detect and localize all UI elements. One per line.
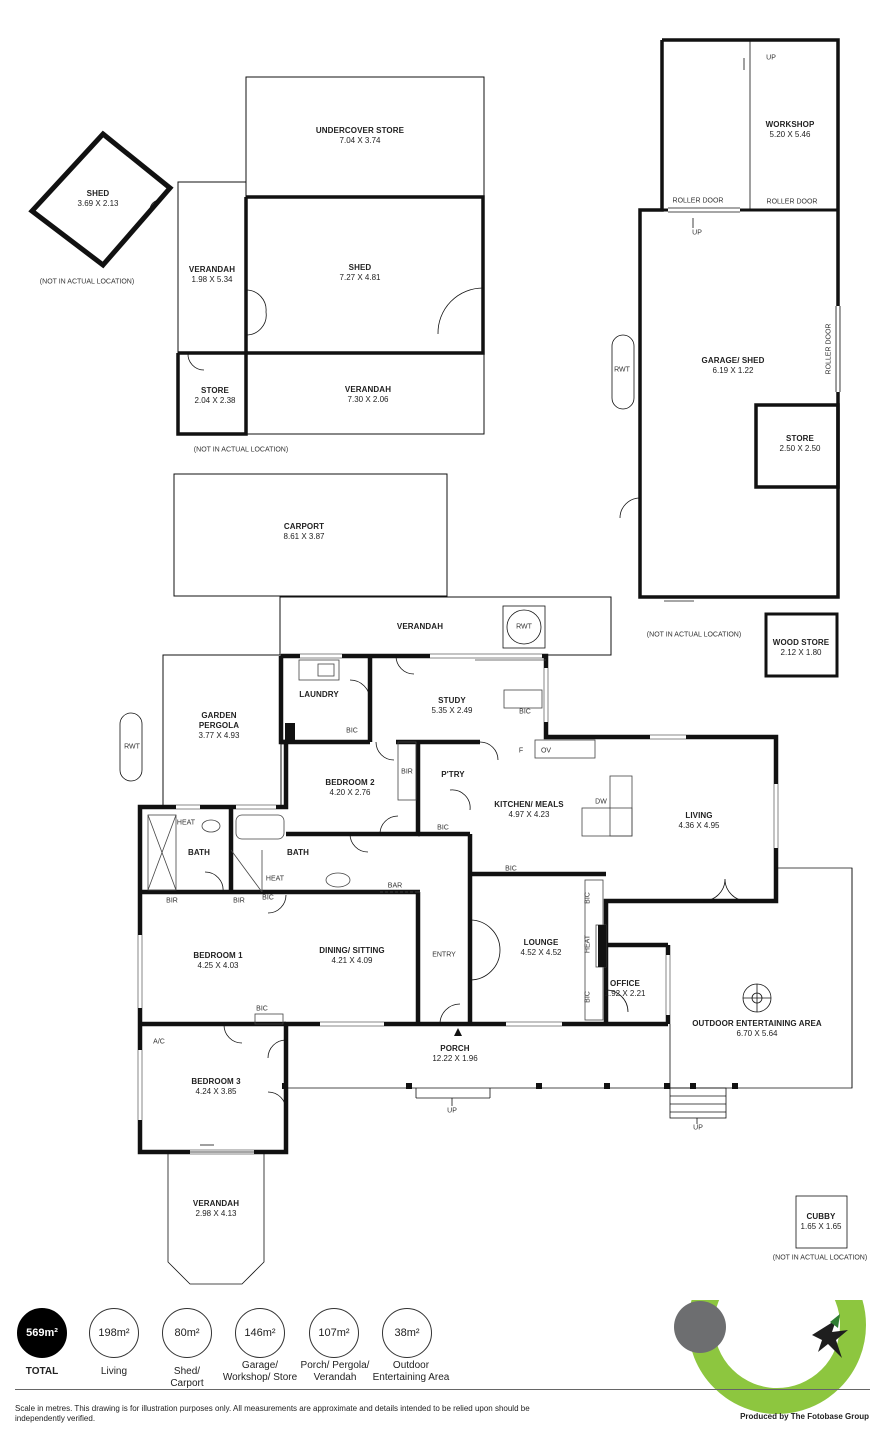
note-not-actual-location: (NOT IN ACTUAL LOCATION) bbox=[193, 446, 289, 454]
area-badge-outdoor: 38m² bbox=[382, 1308, 432, 1358]
room-bath-1: BATH bbox=[187, 848, 211, 857]
carport-outline bbox=[173, 473, 448, 597]
footer-divider bbox=[15, 1389, 870, 1390]
note-not-actual-location: (NOT IN ACTUAL LOCATION) bbox=[39, 278, 135, 286]
note-not-actual-location: (NOT IN ACTUAL LOCATION) bbox=[772, 1254, 868, 1262]
bir-label: BIR bbox=[233, 897, 245, 905]
entry-label: ENTRY bbox=[432, 951, 456, 959]
area-badge-living: 198m² bbox=[89, 1308, 139, 1358]
produced-by-credit: Produced by The Fotobase Group bbox=[740, 1412, 869, 1421]
area-caption-porch: Porch/ Pergola/ Verandah bbox=[300, 1360, 370, 1383]
bic-label: BIC bbox=[584, 991, 592, 1003]
area-caption-outdoor: Outdoor Entertaining Area bbox=[372, 1360, 450, 1383]
shed-block-outline bbox=[176, 76, 485, 436]
roller-door-label: ROLLER DOOR bbox=[825, 323, 833, 375]
rwt-label: RWT bbox=[124, 743, 140, 751]
area-caption-garage: Garage/ Workshop/ Store bbox=[222, 1360, 298, 1383]
rwt-tank-house bbox=[119, 712, 143, 782]
fotobase-logo bbox=[674, 1300, 866, 1414]
bic-label: BIC bbox=[262, 894, 274, 902]
cubby-outline bbox=[795, 1195, 848, 1249]
up-label: UP bbox=[447, 1107, 457, 1115]
garage-outline bbox=[619, 38, 841, 599]
bir-label: BIR bbox=[401, 768, 413, 776]
windows bbox=[138, 654, 778, 1154]
total-caption: TOTAL bbox=[25, 1366, 59, 1377]
fridge-label: F bbox=[518, 747, 524, 755]
roller-door-label: ROLLER DOOR bbox=[766, 198, 818, 206]
note-not-actual-location: (NOT IN ACTUAL LOCATION) bbox=[646, 631, 742, 639]
bic-label: BIC bbox=[505, 865, 517, 873]
outdoor-area-outline bbox=[669, 867, 853, 1119]
bic-label: BIC bbox=[346, 727, 358, 735]
area-legend: 569m² TOTAL 198m² Living 80m² Shed/ Carp… bbox=[0, 1300, 887, 1440]
bic-label: BIC bbox=[519, 708, 531, 716]
bic-label: BIC bbox=[256, 1005, 268, 1013]
rwt-label: RWT bbox=[614, 366, 630, 374]
room-verandah-rear: VERANDAH bbox=[396, 622, 444, 631]
up-label: UP bbox=[692, 229, 702, 237]
shed-small-outline bbox=[28, 130, 174, 269]
ac-label: A/C bbox=[153, 1038, 165, 1046]
oven-label: OV bbox=[540, 747, 552, 755]
rear-verandah-outline bbox=[279, 596, 612, 656]
area-caption-living: Living bbox=[100, 1366, 128, 1377]
area-badge-garage: 146m² bbox=[235, 1308, 285, 1358]
disclaimer-text: Scale in metres. This drawing is for ill… bbox=[15, 1404, 530, 1424]
rwt-tank-garage bbox=[611, 334, 635, 410]
heat-label: HEAT bbox=[584, 934, 592, 954]
bir-label: BIR bbox=[166, 897, 178, 905]
area-caption-shed-carport: Shed/ Carport bbox=[170, 1366, 204, 1389]
heat-label: HEAT bbox=[265, 875, 285, 883]
front-verandah-outline bbox=[167, 1151, 265, 1285]
rwt-label: RWT bbox=[516, 623, 532, 631]
floor-plan-drawing bbox=[28, 38, 853, 1285]
up-label: UP bbox=[766, 54, 776, 62]
area-badge-porch: 107m² bbox=[309, 1308, 359, 1358]
bic-label: BIC bbox=[584, 892, 592, 904]
porch-outline bbox=[286, 1087, 670, 1099]
room-bath-2: BATH bbox=[286, 848, 310, 857]
door-swings bbox=[184, 655, 748, 1153]
wood-store-outline bbox=[764, 612, 839, 678]
bar-label: BAR bbox=[387, 882, 403, 890]
room-pantry: P'TRY bbox=[441, 770, 465, 779]
up-label: UP bbox=[693, 1124, 703, 1132]
room-laundry: LAUNDRY bbox=[299, 690, 339, 699]
roller-door-label: ROLLER DOOR bbox=[672, 197, 724, 205]
dishwasher-label: DW bbox=[595, 798, 607, 806]
bic-label: BIC bbox=[437, 824, 449, 832]
total-area-badge: 569m² bbox=[17, 1308, 67, 1358]
heat-label: HEAT bbox=[176, 819, 196, 827]
area-badge-shed-carport: 80m² bbox=[162, 1308, 212, 1358]
